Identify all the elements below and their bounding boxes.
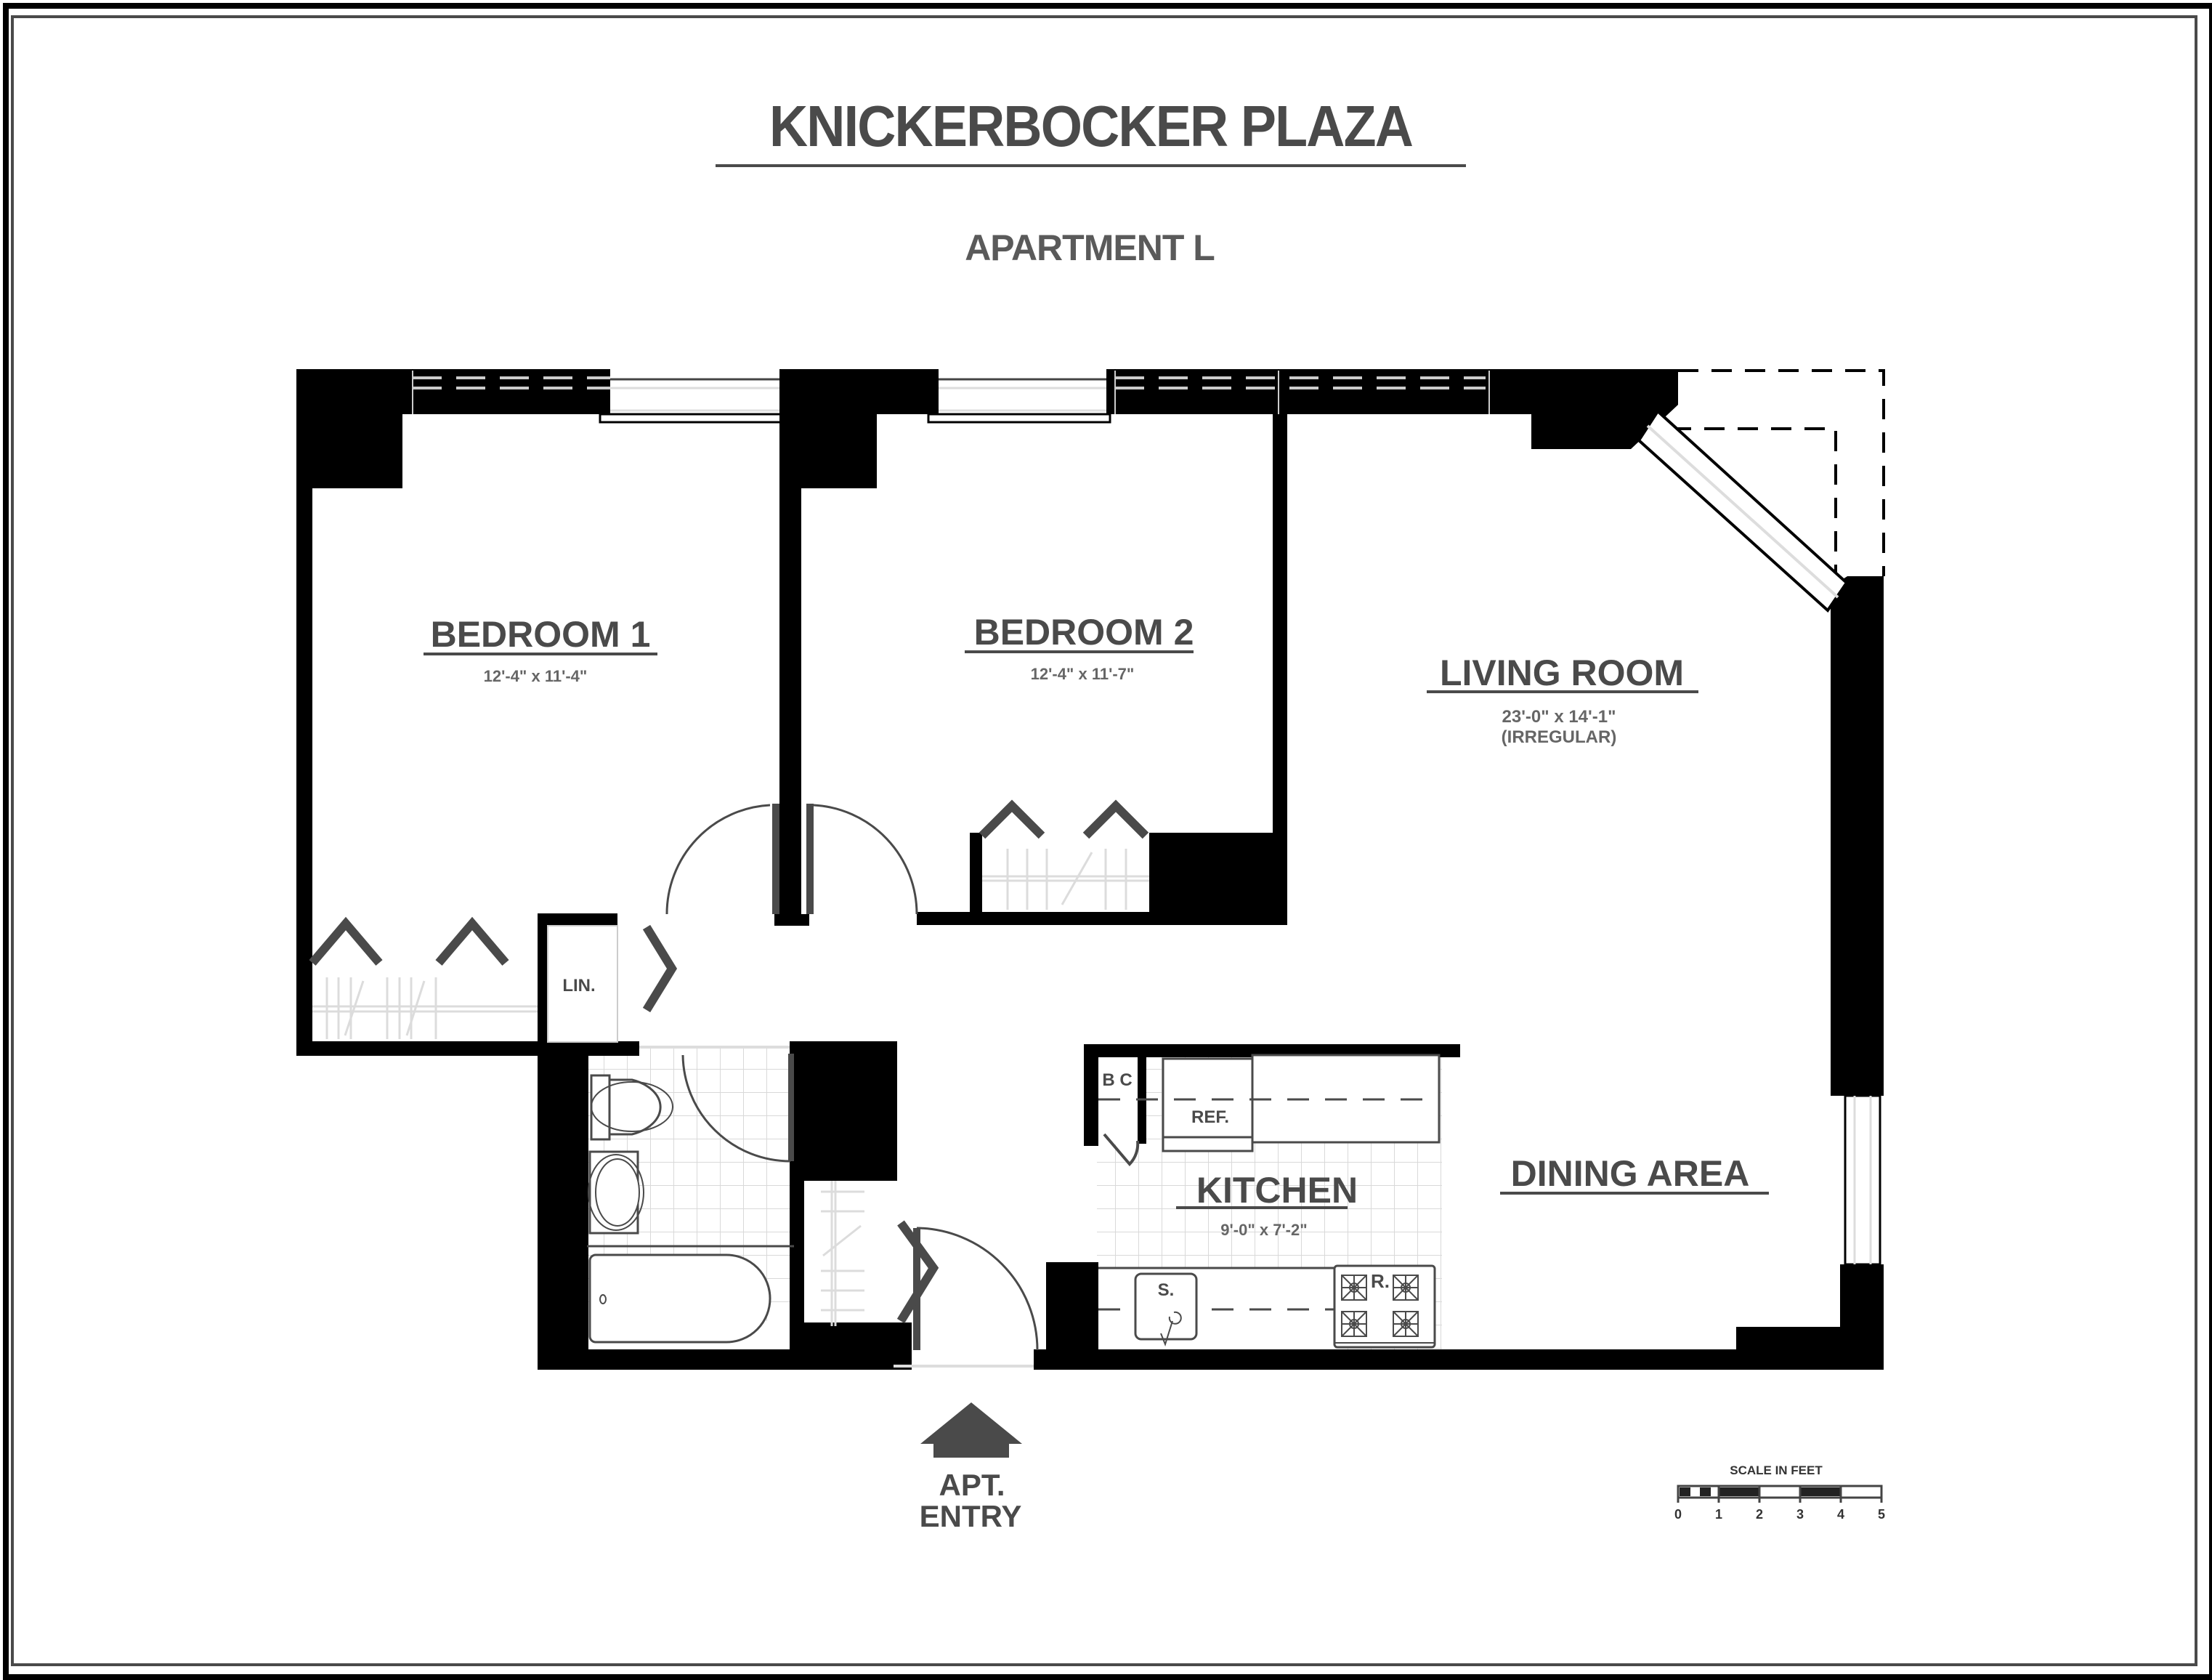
wall-bedroom-divider-pier — [779, 369, 939, 923]
walls — [296, 369, 1884, 1370]
bedroom2-dimensions: 12'-4" x 11'-7" — [1031, 665, 1135, 683]
scale-tick-1: 1 — [1715, 1507, 1722, 1522]
wall-kitchen-left-lower — [1046, 1262, 1098, 1370]
inner-frame — [11, 15, 2197, 1666]
wall-kitchen-left-upper — [1084, 1044, 1098, 1146]
door-bedroom2[interactable] — [806, 804, 918, 915]
door-bedroom1[interactable] — [665, 804, 779, 915]
refrigerator: REF. — [1162, 1057, 1254, 1152]
faucet-icon — [1160, 1311, 1182, 1346]
wall-linen-top — [538, 913, 617, 926]
refrigerator-label: REF. — [1191, 1107, 1229, 1127]
scale-bar: SCALE IN FEET 0 1 2 3 4 5 — [1674, 1463, 1885, 1522]
kitchen-sink: S. — [1134, 1272, 1198, 1346]
wall-bedroom1-left — [296, 369, 312, 1056]
entry-marker: APT. ENTRY — [920, 1402, 1022, 1533]
closet-bedroom1[interactable] — [309, 916, 538, 1039]
label-bedroom2: BEDROOM 2 12'-4" x 11'-7" — [965, 612, 1194, 683]
bathroom-sink — [588, 1150, 644, 1235]
wall-hall-jamb — [774, 914, 809, 926]
wall-bath-right-block — [790, 1041, 897, 1181]
scale-title: SCALE IN FEET — [1730, 1463, 1823, 1477]
upper-cabinets — [1098, 1054, 1441, 1144]
scale-tick-4: 4 — [1837, 1507, 1844, 1522]
window-bedroom2-top — [927, 371, 1490, 424]
label-kitchen: KITCHEN 9'-0" x 7'-2" — [1176, 1170, 1358, 1239]
window-bedroom1-top — [412, 371, 785, 424]
closet-entry[interactable] — [814, 1181, 939, 1326]
broom-closet[interactable]: B C — [1098, 1057, 1140, 1166]
wall-bedroom1-bottom — [296, 1041, 543, 1056]
bedroom1-name: BEDROOM 1 — [431, 614, 651, 655]
entry-line2: ENTRY — [920, 1499, 1022, 1533]
wall-bedroom2-top-b — [1106, 369, 1495, 414]
wall-linen-left — [538, 913, 548, 1059]
wall-bedroom2-closet-stub — [970, 833, 982, 925]
title-underline — [716, 164, 1466, 167]
closet-bedroom2[interactable] — [979, 799, 1149, 910]
door-bathroom[interactable] — [639, 1046, 794, 1163]
wall-bedroom2-living-divider — [1273, 414, 1287, 923]
window-bay-diagonal — [1637, 408, 1849, 613]
wall-bath-left — [538, 1041, 588, 1370]
linen-closet-label: LIN. — [562, 976, 595, 996]
living-room-dimensions: 23'-0" x 14'-1" — [1502, 707, 1616, 727]
bathtub — [587, 1245, 794, 1344]
scale-tick-2: 2 — [1756, 1507, 1763, 1522]
bedroom2-name: BEDROOM 2 — [974, 612, 1194, 653]
dining-area-name: DINING AREA — [1511, 1153, 1750, 1194]
bay-window-outline — [1671, 369, 1885, 581]
range-label: R. — [1371, 1270, 1390, 1292]
scale-tick-3: 3 — [1796, 1507, 1804, 1522]
label-living-room: LIVING ROOM 23'-0" x 14'-1" (IRREGULAR) — [1427, 653, 1698, 747]
living-room-name: LIVING ROOM — [1440, 653, 1684, 693]
kitchen-dimensions: 9'-0" x 7'-2" — [1220, 1221, 1307, 1239]
range-stove: R. — [1333, 1264, 1436, 1349]
scale-tick-0: 0 — [1674, 1507, 1682, 1522]
burner-icon — [1341, 1275, 1419, 1337]
wall-bath-top-left — [538, 1041, 639, 1056]
broom-closet-label: B C — [1102, 1070, 1132, 1090]
closet-linen[interactable] — [547, 924, 678, 1043]
wall-bedroom2-closet-block — [1149, 833, 1287, 925]
lower-counter — [1098, 1267, 1335, 1349]
window-dining-right — [1844, 1094, 1881, 1266]
living-room-note: (IRREGULAR) — [1502, 727, 1617, 747]
entry-line1: APT. — [939, 1468, 1005, 1502]
apartment-subtitle: APARTMENT L — [965, 227, 1215, 268]
wall-dining-bottom-right — [1736, 1264, 1884, 1370]
up-arrow-icon — [920, 1402, 1022, 1458]
building-title: KNICKERBOCKER PLAZA — [769, 94, 1414, 158]
kitchen-name: KITCHEN — [1196, 1170, 1358, 1211]
wall-bedroom1-top-left-pier — [296, 369, 407, 1050]
scale-tick-5: 5 — [1878, 1507, 1885, 1522]
bedroom1-dimensions: 12'-4" x 11'-4" — [484, 667, 588, 685]
wall-living-top-right — [1495, 369, 1678, 449]
label-bedroom1: BEDROOM 1 12'-4" x 11'-4" — [424, 614, 657, 685]
wall-living-right — [1831, 576, 1884, 1096]
label-dining-area: DINING AREA — [1500, 1153, 1769, 1195]
wall-bedroom1-top-a — [407, 369, 610, 414]
wall-bottom-left — [538, 1349, 894, 1370]
toilet — [590, 1074, 673, 1141]
sink-label: S. — [1158, 1280, 1175, 1300]
